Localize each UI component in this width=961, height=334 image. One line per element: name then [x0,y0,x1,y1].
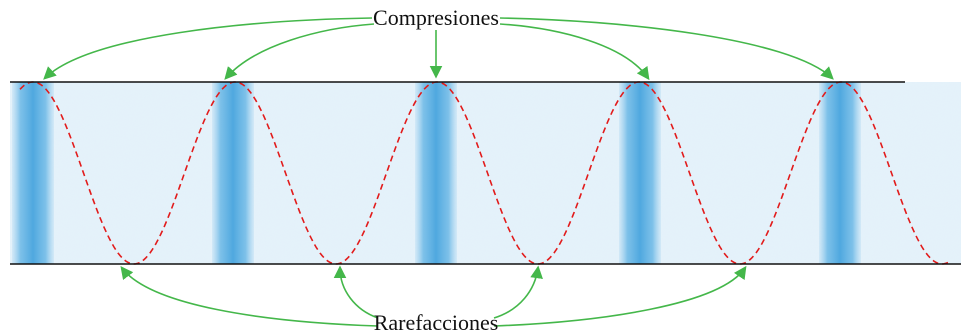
rarefaction-arrow [340,268,378,318]
compression-band [415,82,457,264]
compression-arrow [500,24,648,78]
compression-band [619,82,661,264]
rarefaction-arrow [122,268,378,326]
compression-band [12,82,54,264]
compression-arrow [45,18,372,78]
rarefaction-arrow [494,268,538,318]
compression-arrow [226,24,374,78]
compression-band [819,82,861,264]
compression-band [212,82,254,264]
medium-texture [10,82,961,264]
compressions-label: Compresiones [373,5,499,30]
rarefaction-arrow [494,268,745,326]
compression-arrow [500,18,832,78]
rarefactions-label: Rarefacciones [374,310,499,334]
